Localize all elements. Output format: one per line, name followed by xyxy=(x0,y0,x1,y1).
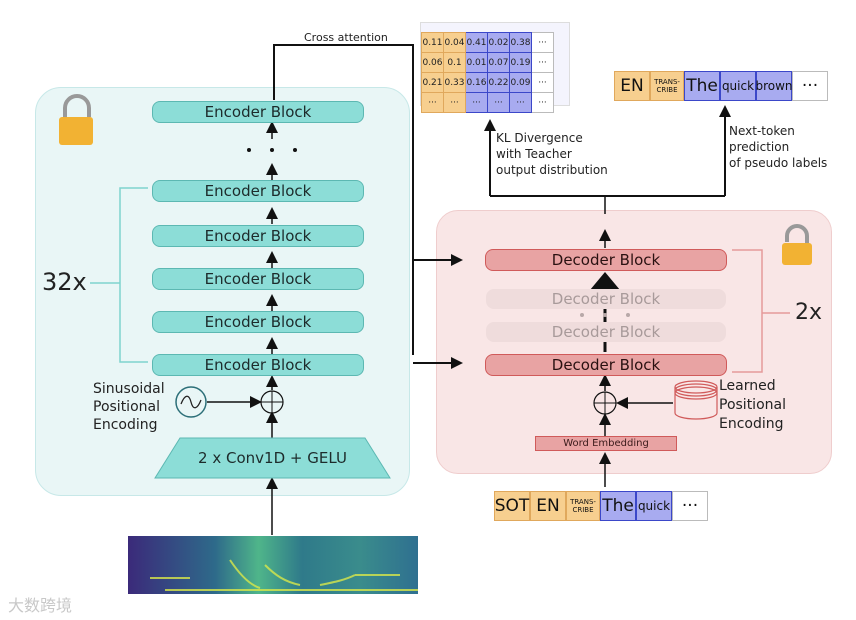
text-line: Positional xyxy=(719,397,786,413)
matrix-cell: 0.41 xyxy=(465,32,488,53)
token: EN xyxy=(614,71,650,101)
token: ··· xyxy=(672,491,708,521)
encoder-panel xyxy=(35,87,410,496)
text-line: prediction xyxy=(729,140,790,154)
token: SOT xyxy=(494,491,530,521)
matrix-cell: 0.07 xyxy=(487,52,510,73)
kl-divergence-label: KL Divergence with Teacher output distri… xyxy=(496,130,608,178)
matrix-cell: 0.21 xyxy=(421,72,444,93)
token: The xyxy=(684,71,720,101)
matrix-cell: 0.16 xyxy=(465,72,488,93)
sinusoid-icon xyxy=(175,386,207,418)
token: TRANS- CRIBE xyxy=(566,491,600,521)
learned-pos-enc-label: Learned Positional Encoding xyxy=(719,377,786,434)
text-line: KL Divergence xyxy=(496,131,583,145)
matrix-cell: 0.06 xyxy=(421,52,444,73)
decoder-block-top: Decoder Block xyxy=(485,249,727,271)
decoder-block-bottom: Decoder Block xyxy=(485,354,727,376)
conv-block xyxy=(154,437,391,479)
cross-attention-label: Cross attention xyxy=(304,31,388,44)
matrix-cell: 0.02 xyxy=(487,32,510,53)
text-line: Encoding xyxy=(719,416,784,432)
word-embedding-block: Word Embedding xyxy=(535,436,677,451)
encoder-repeat-label: 32x xyxy=(42,268,87,296)
text-line: of pseudo labels xyxy=(729,156,828,170)
lock-open-icon xyxy=(782,224,812,265)
token: The xyxy=(600,491,636,521)
text-line: Encoding xyxy=(93,417,158,433)
text-line: Positional xyxy=(93,399,160,415)
watermark: 大数跨境 xyxy=(8,596,73,615)
matrix-cell: 0.19 xyxy=(509,52,532,73)
encoder-block-top: Encoder Block xyxy=(152,101,364,123)
matrix-cell: ··· xyxy=(465,92,488,113)
learned-pos-cylinder-icon xyxy=(674,380,718,420)
matrix-cell: 0.04 xyxy=(443,32,466,53)
decoder-block-ghost: Decoder Block xyxy=(486,289,726,309)
matrix-cell: 0.38 xyxy=(509,32,532,53)
sinusoidal-pos-enc-label: Sinusoidal Positional Encoding xyxy=(93,380,165,434)
matrix-row: ·················· xyxy=(421,92,554,113)
encoder-block: Encoder Block xyxy=(152,268,364,290)
matrix-cell: ··· xyxy=(531,72,554,93)
text-line: Learned xyxy=(719,378,776,394)
matrix-cell: 0.1 xyxy=(443,52,466,73)
decoder-repeat-label: 2x xyxy=(795,300,823,325)
matrix-cell: 0.11 xyxy=(421,32,444,53)
matrix-cell: ··· xyxy=(509,92,532,113)
matrix-cell: ··· xyxy=(531,32,554,53)
token: EN xyxy=(530,491,566,521)
conv-label: 2 x Conv1D + GELU xyxy=(198,449,347,467)
text-line: output distribution xyxy=(496,163,608,177)
matrix-cell: 0.09 xyxy=(509,72,532,93)
matrix-cell: ··· xyxy=(531,52,554,73)
matrix-cell: ··· xyxy=(421,92,444,113)
text-line: Next-token xyxy=(729,124,795,138)
lock-closed-icon xyxy=(59,94,93,145)
text-line: with Teacher xyxy=(496,147,572,161)
next-token-label: Next-token prediction of pseudo labels xyxy=(729,123,827,171)
matrix-cell: ··· xyxy=(487,92,510,113)
matrix-cell: ··· xyxy=(443,92,466,113)
token: ··· xyxy=(792,71,828,101)
matrix-cell: 0.22 xyxy=(487,72,510,93)
encoder-block: Encoder Block xyxy=(152,354,364,376)
matrix-cell: 0.33 xyxy=(443,72,466,93)
token: quick xyxy=(720,71,756,101)
token: brown xyxy=(755,71,793,101)
cross-attention-line xyxy=(273,44,414,355)
spectrogram-image xyxy=(128,536,418,594)
encoder-block: Encoder Block xyxy=(152,180,364,202)
matrix-cell: 0.01 xyxy=(465,52,488,73)
token: TRANS- CRIBE xyxy=(650,71,684,101)
decoder-block-ghost: Decoder Block xyxy=(486,322,726,342)
text-line: Sinusoidal xyxy=(93,381,165,397)
encoder-block: Encoder Block xyxy=(152,225,364,247)
encoder-block: Encoder Block xyxy=(152,311,364,333)
token: quick xyxy=(636,491,672,521)
matrix-cell: ··· xyxy=(531,92,554,113)
